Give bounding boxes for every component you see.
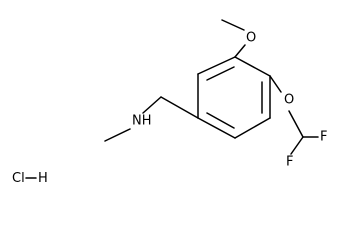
methyl-bond — [221, 19, 245, 31]
ring-bond — [197, 117, 236, 139]
ring-bond — [234, 117, 271, 139]
ether-carbon-bond — [288, 110, 304, 138]
methoxy-oxygen-label: O — [246, 31, 256, 46]
cf-bond-bottom — [290, 136, 304, 155]
fluorine-top-label: F — [320, 130, 327, 145]
ether-oxygen-label: O — [284, 93, 294, 108]
ether-bond — [269, 75, 282, 93]
cn-bond — [142, 96, 162, 114]
fluorine-bottom-label: F — [286, 155, 293, 170]
n-methyl-bond — [104, 128, 131, 142]
ring-double-bond — [206, 66, 235, 81]
amine-label: NH — [132, 114, 152, 129]
ring-bond — [197, 56, 236, 75]
ring-bond — [234, 56, 271, 77]
ring-double-bond — [206, 112, 235, 129]
benzene-ring — [197, 56, 271, 139]
benzyl-bond — [160, 96, 199, 119]
methoxy-bond — [234, 44, 246, 58]
